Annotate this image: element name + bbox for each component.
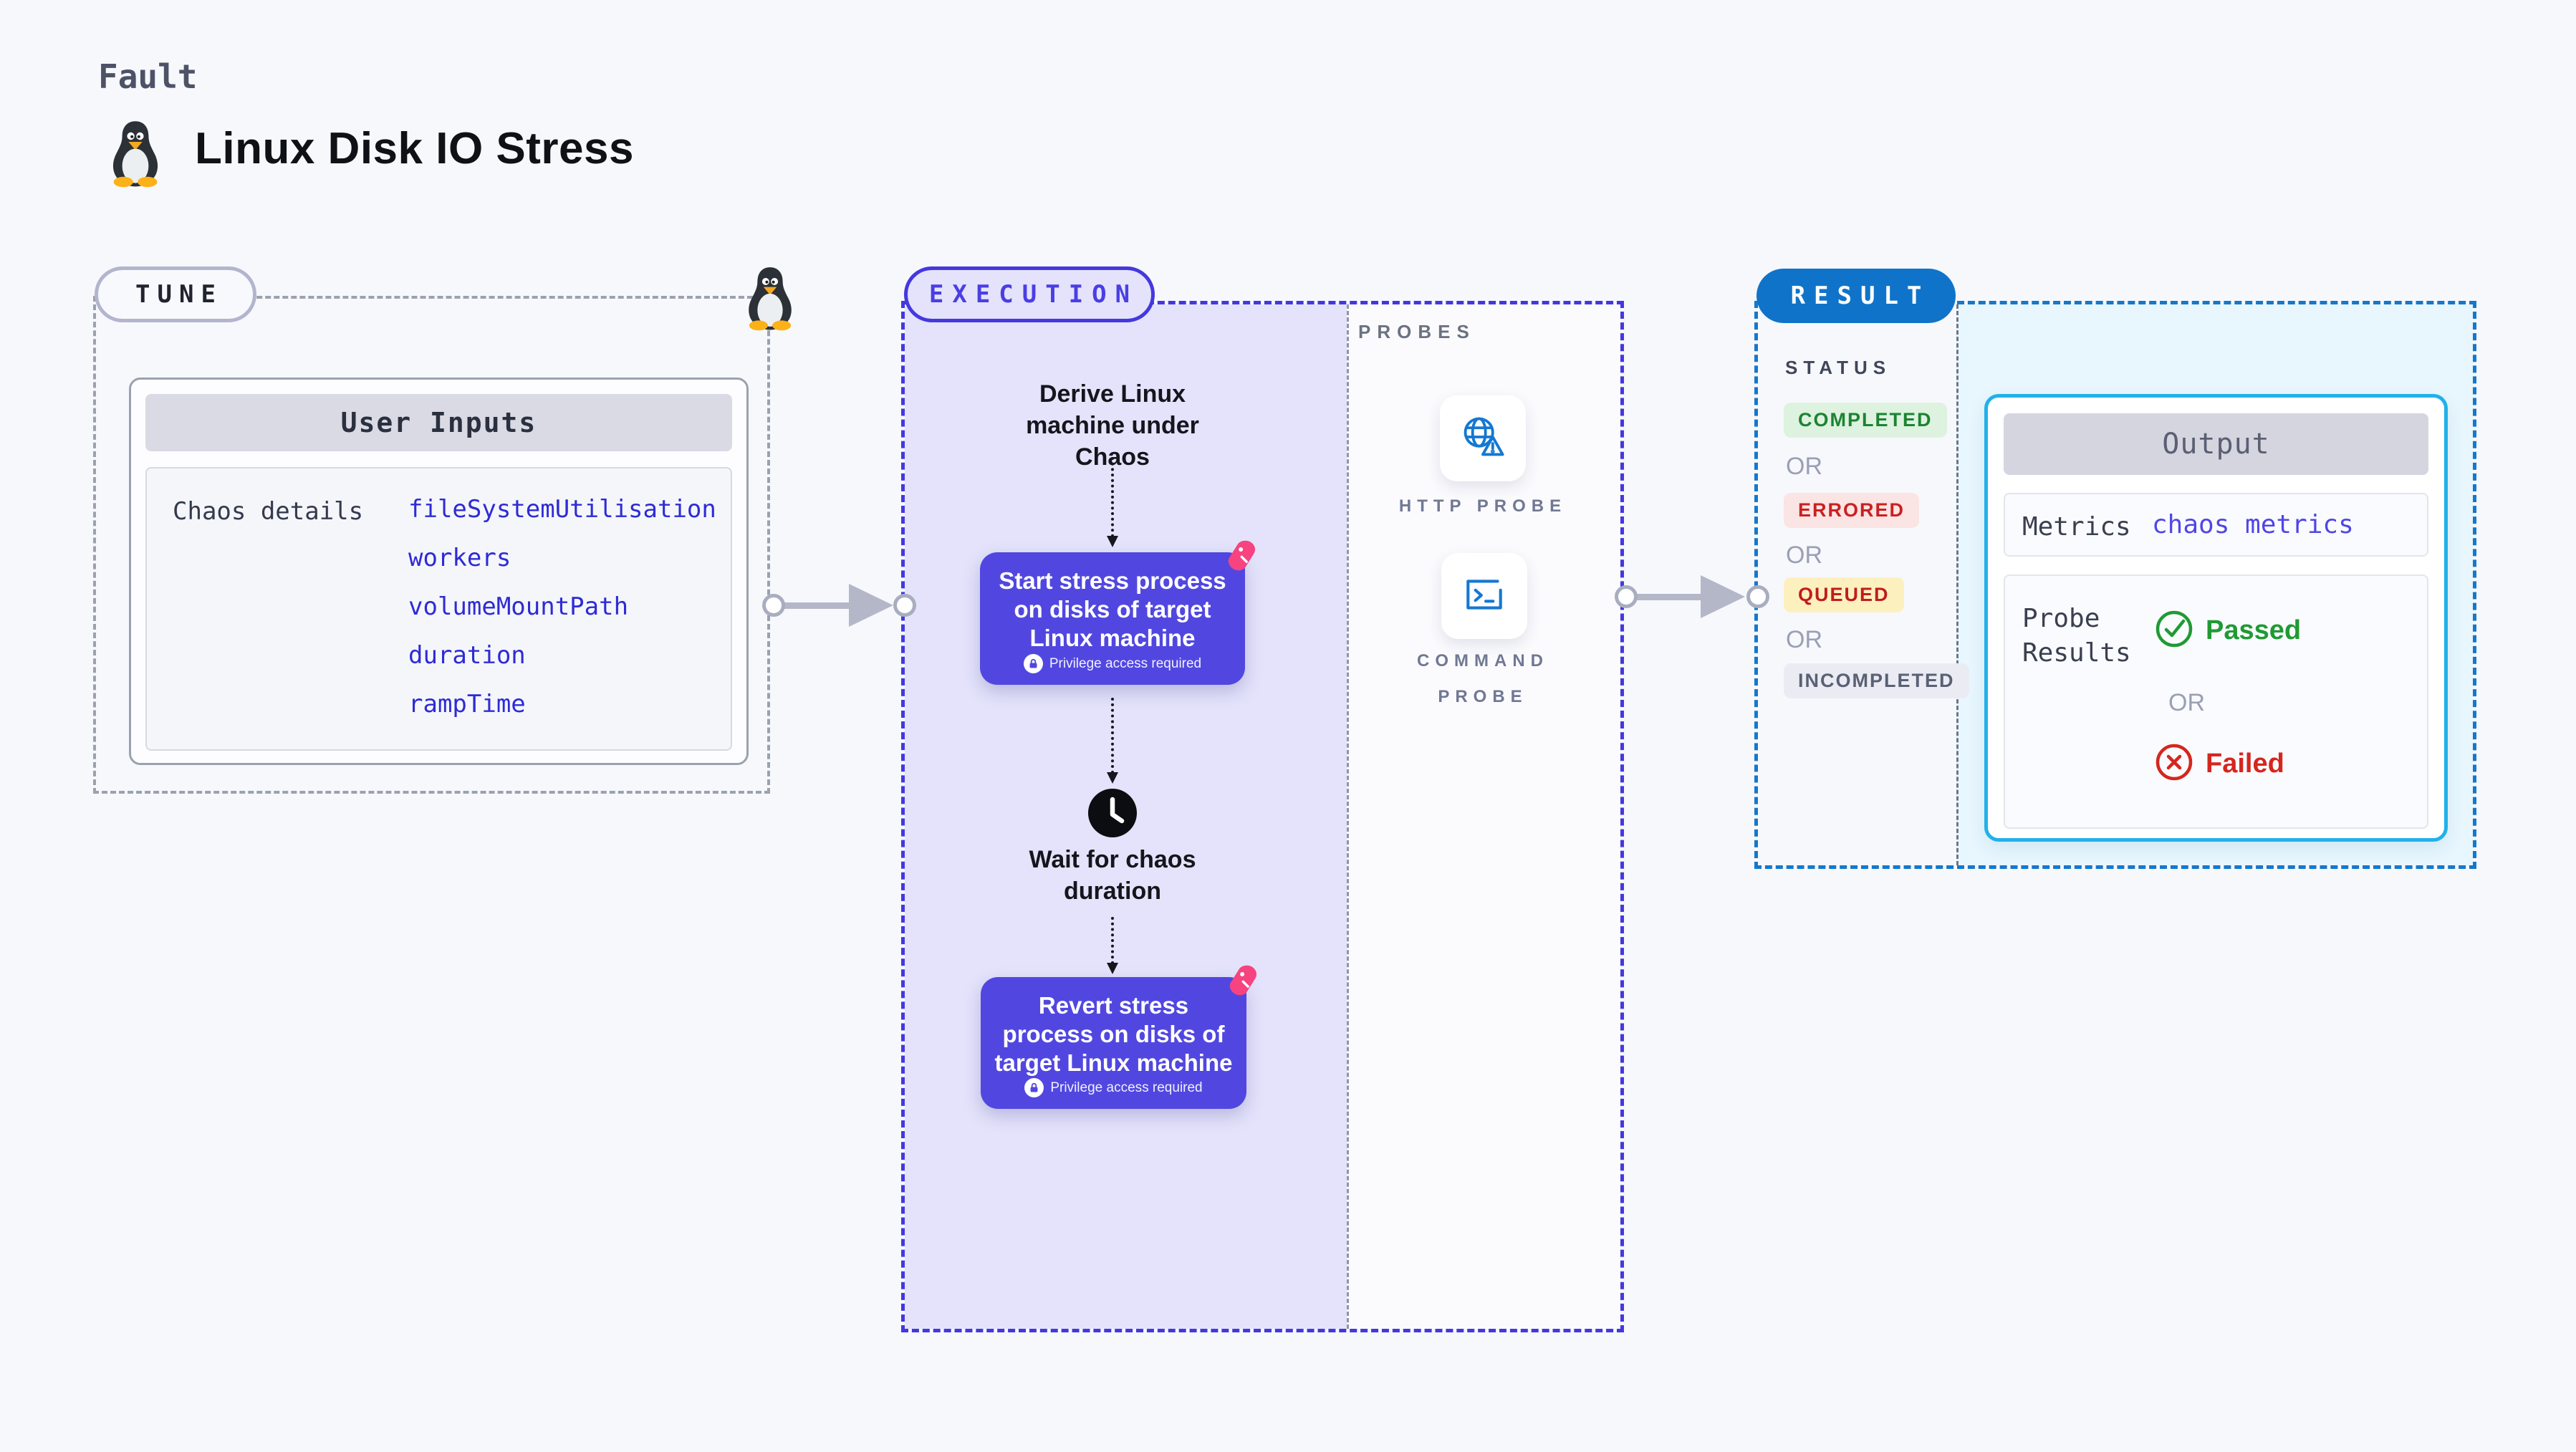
connector-arrowhead: [1701, 575, 1745, 618]
terminal-icon: [1461, 571, 1508, 622]
tux-penguin-icon: [742, 265, 798, 331]
connector-line: [778, 602, 851, 609]
tune-section-badge: TUNE: [95, 266, 256, 322]
flow-arrow-down-icon: [1107, 917, 1118, 974]
status-badge-queued: QUEUED: [1784, 577, 1904, 612]
lock-icon: [1023, 654, 1043, 673]
privilege-badge: Privilege access required: [1024, 1078, 1203, 1097]
command-probe-label: COMMAND PROBE: [1417, 651, 1549, 706]
check-circle-icon: [2154, 609, 2194, 653]
output-card: Output Metrics chaos metrics Probe Resul…: [1984, 394, 2448, 842]
probe-results-row: Probe Results Passed OR: [2004, 574, 2428, 829]
failed-result: Failed: [2154, 742, 2284, 786]
input-value: fileSystemUtilisation: [408, 495, 716, 524]
start-stress-label: Start stress process on disks of target …: [999, 567, 1226, 651]
derive-step-label: Derive Linux machine under Chaos: [1026, 380, 1199, 471]
execution-section-badge: EXECUTION: [904, 266, 1155, 322]
passed-label: Passed: [2206, 615, 2302, 645]
connector-end-dot: [1746, 585, 1769, 608]
wait-step-label: Wait for chaos duration: [1029, 846, 1196, 905]
connector-start-dot: [762, 594, 785, 617]
metrics-label: Metrics: [2022, 512, 2131, 542]
input-value: volumeMountPath: [408, 592, 629, 621]
input-value: rampTime: [408, 690, 526, 718]
probes-title: PROBES: [1358, 321, 1476, 342]
tux-penguin-icon: [106, 119, 165, 188]
revert-stress-label: Revert stress process on disks of target…: [994, 992, 1233, 1076]
flow-arrow-down-icon: [1107, 457, 1118, 547]
tune-section-box: [93, 296, 770, 794]
failed-label: Failed: [2206, 749, 2284, 779]
connector-end-dot: [893, 594, 916, 617]
passed-result: Passed: [2154, 609, 2301, 653]
output-title: Output: [2004, 413, 2428, 475]
connector-arrowhead: [849, 584, 893, 627]
input-value: duration: [408, 641, 526, 670]
result-section-badge: RESULT: [1756, 269, 1956, 323]
probe-results-label: Probe Results: [2022, 604, 2131, 668]
connector-line: [1630, 594, 1702, 600]
connector-start-dot: [1615, 585, 1638, 608]
start-stress-node: Start stress process on disks of target …: [980, 540, 1256, 685]
privilege-badge: Privilege access required: [1023, 654, 1202, 673]
status-badge-incompleted: INCOMPLETED: [1784, 663, 1969, 698]
status-badge-completed: COMPLETED: [1784, 403, 1947, 438]
chaos-logo-icon: [1225, 963, 1258, 997]
fault-kicker: Fault: [98, 57, 198, 96]
privilege-label: Privilege access required: [1049, 655, 1202, 671]
command-probe-card: [1441, 553, 1527, 639]
globe-alert-icon: [1458, 413, 1507, 465]
flow-arrow-down-icon: [1107, 698, 1118, 784]
execution-section-box: [901, 301, 1624, 1332]
user-inputs-body: Chaos details fileSystemUtilisation work…: [145, 467, 732, 751]
metrics-value: chaos metrics: [2152, 510, 2354, 539]
chaos-logo-icon: [1224, 538, 1256, 572]
status-badge-errored: ERRORED: [1784, 493, 1920, 528]
http-probe-card: [1440, 395, 1526, 481]
or-separator: OR: [1786, 626, 1822, 653]
lock-icon: [1024, 1078, 1044, 1097]
user-inputs-card: User Inputs Chaos details fileSystemUtil…: [129, 378, 749, 765]
or-separator: OR: [1786, 453, 1822, 480]
clock-icon: [1087, 787, 1138, 839]
revert-stress-node: Revert stress process on disks of target…: [981, 965, 1257, 1109]
user-inputs-title: User Inputs: [145, 394, 732, 451]
x-circle-icon: [2154, 742, 2194, 786]
or-separator: OR: [1786, 542, 1822, 569]
status-title: STATUS: [1785, 357, 1892, 378]
page-title: Linux Disk IO Stress: [195, 124, 634, 173]
privilege-label: Privilege access required: [1050, 1080, 1203, 1095]
metrics-row: Metrics chaos metrics: [2004, 493, 2428, 557]
chaos-details-label: Chaos details: [173, 497, 364, 526]
input-value: workers: [408, 544, 511, 572]
chaos-details-values: fileSystemUtilisation workers volumeMoun…: [408, 497, 716, 717]
http-probe-label: HTTP PROBE: [1398, 496, 1567, 516]
or-separator: OR: [2168, 689, 2205, 716]
